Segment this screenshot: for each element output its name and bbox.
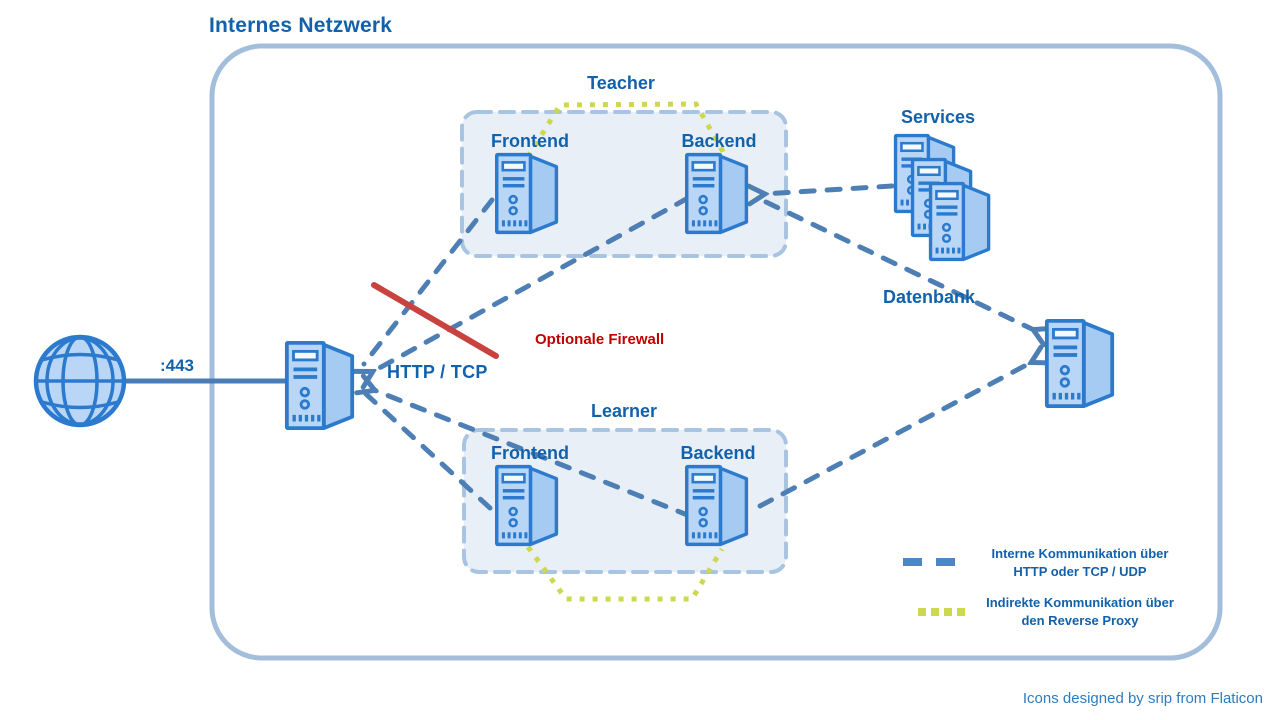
- http-tcp-label: HTTP / TCP: [387, 362, 488, 382]
- teacher-backend-label: Backend: [681, 131, 757, 151]
- learner-backend-label: Backend: [680, 443, 756, 463]
- attribution-footer: Icons designed by srip from Flaticon: [1022, 690, 1263, 707]
- legend-dashed-line2: HTTP oder TCP / UDP: [1013, 564, 1147, 579]
- learner-frontend-server-icon: [495, 464, 559, 547]
- learner-group-label: Learner: [590, 401, 658, 421]
- legend-dashed-line1: Interne Kommunikation über: [991, 546, 1169, 561]
- firewall-line: [371, 282, 499, 359]
- database-server-icon: [1044, 318, 1115, 409]
- reverse-proxy-server-icon: [284, 340, 355, 431]
- teacher-frontend-label: Frontend: [491, 131, 569, 151]
- legend-dotted-line1: Indirekte Kommunikation über: [986, 595, 1174, 610]
- internet-globe-icon: [33, 334, 127, 428]
- database-label: Datenbank: [882, 287, 976, 307]
- link-teacher-backend-database: [763, 199, 1034, 330]
- teacher-backend-server-icon: [685, 152, 749, 235]
- legend-dotted-line2: den Reverse Proxy: [1021, 613, 1139, 628]
- link-learner-frontend-proxy: [363, 391, 493, 511]
- optional-firewall-label: Optionale Firewall: [535, 331, 665, 348]
- services-server-stack-icon: [893, 133, 991, 262]
- internal-network-boundary: [209, 43, 1223, 661]
- services-label: Services: [900, 107, 976, 127]
- link-learner-backend-database: [757, 362, 1032, 509]
- learner-backend-server-icon: [685, 464, 749, 547]
- link-learner-backend-proxy: [374, 390, 693, 519]
- link-services-teacher-backend: [764, 186, 895, 194]
- link-teacher-backend-proxy: [372, 195, 691, 372]
- learner-frontend-label: Frontend: [491, 443, 569, 463]
- teacher-group-label: Teacher: [587, 73, 655, 93]
- link-teacher-frontend-proxy: [361, 197, 495, 367]
- diagram-title: Internes Netzwerk: [209, 14, 393, 37]
- teacher-reverse-proxy-dotted-path: [525, 101, 729, 159]
- legend-dotted-text: Indirekte Kommunikation über den Reverse…: [965, 594, 1195, 630]
- legend-dashed-text: Interne Kommunikation über HTTP oder TCP…: [965, 545, 1195, 581]
- port-443-label: :443: [159, 356, 195, 375]
- teacher-frontend-server-icon: [495, 152, 559, 235]
